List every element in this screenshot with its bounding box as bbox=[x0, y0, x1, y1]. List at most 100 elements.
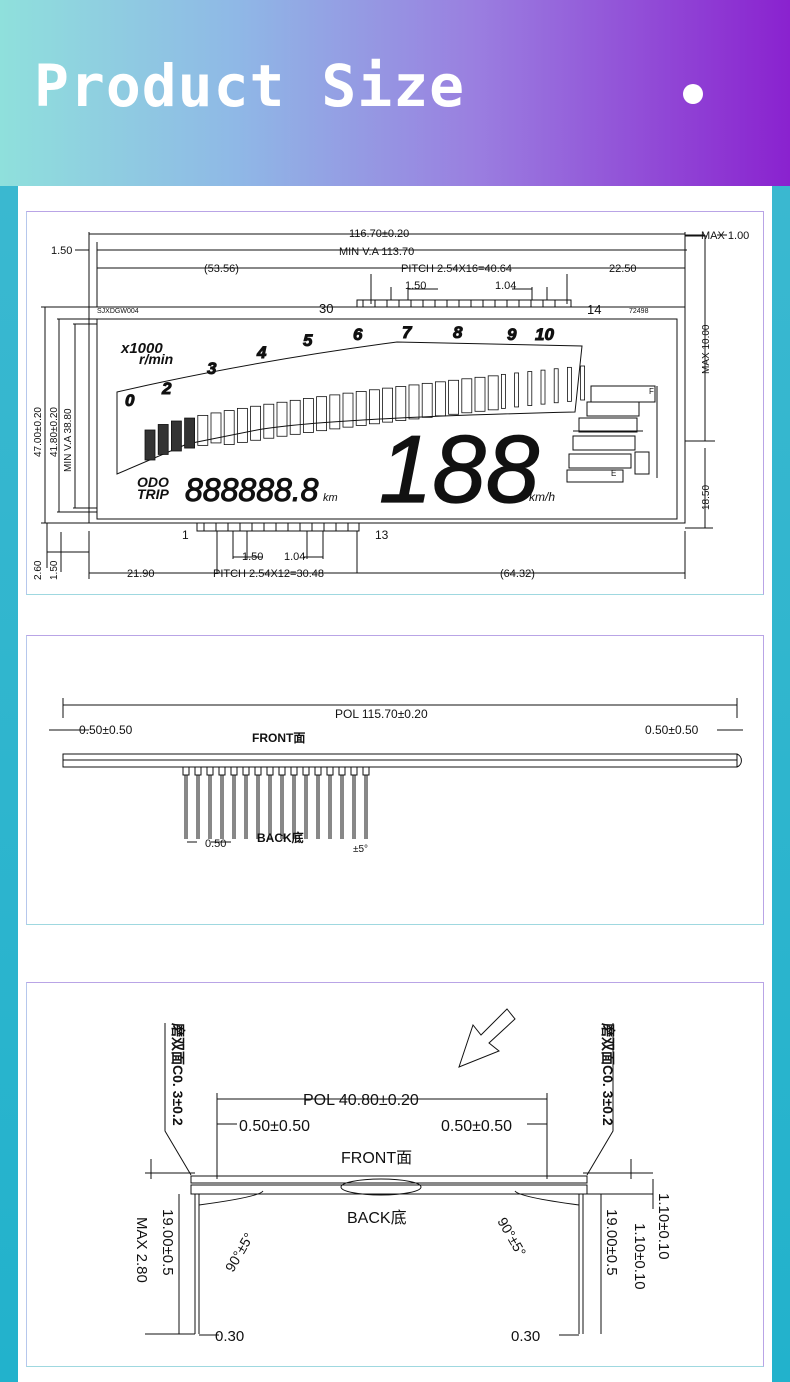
dim-bottom-pitch: PITCH 2.54X12=30.48 bbox=[213, 568, 324, 580]
rpm-bar-segment bbox=[461, 378, 473, 414]
dim-left-height: 19.00±0.5 bbox=[159, 1209, 176, 1276]
rpm-scale-6: 6 bbox=[353, 325, 363, 344]
top-pins bbox=[356, 274, 572, 308]
glass-side-bottom bbox=[62, 759, 738, 768]
dim-left-offset: 1.50 bbox=[51, 245, 72, 257]
pin-30-label: 30 bbox=[319, 301, 333, 316]
dim-bottom-left-b: 1.50 bbox=[49, 560, 60, 580]
side-pin bbox=[254, 767, 262, 839]
pin-1-label: 1 bbox=[182, 528, 189, 542]
side-pin bbox=[242, 767, 250, 839]
pin-14-label: 14 bbox=[587, 302, 601, 317]
side-pin bbox=[194, 767, 202, 839]
rpm-bar-segment bbox=[329, 394, 341, 430]
right-border-strip bbox=[772, 186, 790, 1382]
rpm-bar-segment bbox=[567, 366, 572, 402]
back-label: BACK底 bbox=[347, 1209, 407, 1227]
page-title: Product Size bbox=[34, 52, 466, 120]
section-pins bbox=[194, 1194, 584, 1334]
rpm-bar-segment bbox=[210, 412, 222, 444]
rpm-bar-segment bbox=[184, 417, 196, 449]
rpm-bar-segment bbox=[236, 407, 248, 443]
side-pin bbox=[314, 767, 322, 839]
pin-13-label: 13 bbox=[375, 528, 389, 542]
dim-pol-line bbox=[62, 698, 738, 718]
rpm-bar-segment bbox=[382, 387, 394, 423]
angle-right: 90°±5° bbox=[494, 1215, 529, 1260]
side-pin bbox=[266, 767, 274, 839]
pin-angle: ±5° bbox=[353, 844, 368, 855]
rpm-bar-segment bbox=[368, 389, 380, 425]
dim-top-pin-space: 1.50 bbox=[405, 280, 426, 292]
dim-left-max: MAX 2.80 bbox=[133, 1217, 150, 1283]
side-pin bbox=[206, 767, 214, 839]
rpm-bar-segment bbox=[342, 392, 354, 428]
viewing-area-outline bbox=[96, 318, 678, 520]
rpm-bar-segment bbox=[434, 381, 446, 417]
rpm-bar-segment bbox=[580, 365, 585, 401]
dim-top-pitch: PITCH 2.54X16=40.64 bbox=[401, 263, 512, 275]
fuel-gauge: F E bbox=[566, 385, 658, 483]
side-pin bbox=[338, 767, 346, 839]
dim-max-right: MAX 10.00 bbox=[701, 324, 712, 374]
odo-label: ODO bbox=[137, 474, 169, 490]
chamfer-left-label: 磨双面C0. 3±0.2 bbox=[170, 1023, 186, 1126]
side-view-drawing: POL 115.70±0.20 0.50±0.50 0.50±0.50 FRON… bbox=[49, 698, 743, 855]
odo-digits: 888888.8 bbox=[185, 472, 319, 508]
dim-overall-height: 47.00±0.20 bbox=[33, 407, 44, 457]
section-view-panel: 磨双面C0. 3±0.2 磨双面C0. 3±0.2 POL 40.80±0.20… bbox=[26, 982, 764, 1367]
side-pin bbox=[302, 767, 310, 839]
rpm-scale-8: 8 bbox=[453, 323, 463, 342]
rpm-bar-segment bbox=[395, 386, 407, 421]
rpm-bar-segment bbox=[540, 369, 546, 405]
chamfer-right-label: 磨双面C0. 3±0.2 bbox=[600, 1023, 616, 1126]
seal-area bbox=[340, 1178, 422, 1196]
dim-overall-width bbox=[88, 232, 686, 307]
header-banner: Product Size bbox=[0, 0, 790, 186]
glass-top-plate bbox=[190, 1175, 588, 1184]
front-view-drawing: 116.70±0.20 MAX 1.00 1.50 MIN V.A 113.70… bbox=[33, 228, 749, 580]
dim-top-pin-width: 1.04 bbox=[495, 280, 516, 292]
side-pin bbox=[326, 767, 334, 839]
dim-bottom-left-a: 2.60 bbox=[33, 560, 44, 580]
rpm-bargraph bbox=[144, 365, 585, 461]
view-direction-arrow bbox=[458, 1008, 516, 1068]
rpm-bar-segment bbox=[487, 375, 499, 411]
side-view-panel: POL 115.70±0.20 0.50±0.50 0.50±0.50 FRON… bbox=[26, 635, 764, 925]
side-pin bbox=[350, 767, 358, 839]
dim-left-tol: 0.50±0.50 bbox=[79, 723, 133, 737]
fuel-full-label: F bbox=[649, 387, 654, 396]
rpm-bar-segment bbox=[144, 429, 156, 461]
side-pin bbox=[290, 767, 298, 839]
left-border-strip bbox=[0, 186, 18, 1382]
dim-pin: 0.50 bbox=[205, 838, 226, 850]
dim-min-va-height: MIN V.A 38.80 bbox=[63, 408, 74, 472]
rpm-bar-segment bbox=[408, 384, 420, 420]
speed-unit: km/h bbox=[529, 490, 555, 504]
angle-left: 90°±5° bbox=[222, 1230, 257, 1275]
dim-left-foot: 0.30 bbox=[215, 1328, 244, 1345]
front-label: FRONT面 bbox=[341, 1150, 412, 1167]
rpm-scale-4: 4 bbox=[256, 343, 267, 362]
part-code: 72498 bbox=[629, 308, 649, 315]
front-label: FRONT面 bbox=[252, 731, 305, 745]
rpm-bar-segment bbox=[157, 424, 169, 455]
rpm-bar-segment bbox=[355, 391, 367, 426]
rpm-bar-segment bbox=[250, 405, 262, 441]
back-label: BACK底 bbox=[257, 830, 304, 845]
banner-dot bbox=[683, 84, 703, 104]
side-pin bbox=[362, 767, 370, 839]
bottom-pins bbox=[196, 522, 360, 573]
rpm-bar-segment bbox=[263, 403, 275, 439]
speed-digits: 188 bbox=[379, 416, 539, 523]
dim-left-tol: 0.50±0.50 bbox=[239, 1118, 310, 1135]
rpm-bar-segment bbox=[276, 401, 288, 437]
rpm-bar-segment bbox=[500, 373, 506, 409]
rpm-scale-0: 0 bbox=[125, 391, 135, 410]
dim-min-va-width: MIN V.A 113.70 bbox=[339, 246, 414, 258]
dim-right-part: 22.50 bbox=[609, 263, 637, 275]
section-view-drawing: 磨双面C0. 3±0.2 磨双面C0. 3±0.2 POL 40.80±0.20… bbox=[133, 1008, 672, 1345]
rpm-bar-segment bbox=[553, 368, 559, 404]
dim-right-height: 18.50 bbox=[701, 485, 712, 510]
